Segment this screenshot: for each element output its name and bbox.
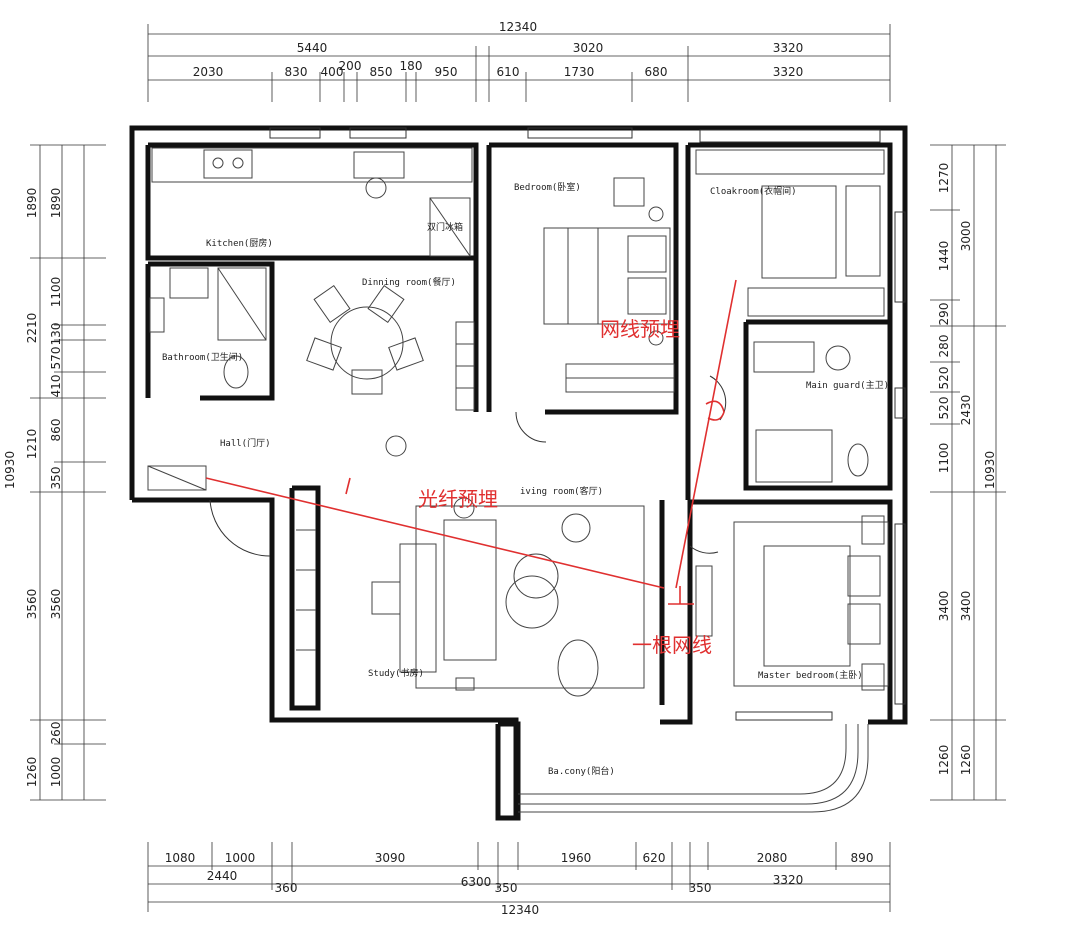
dim-li-9: 260 (49, 722, 63, 745)
room-label-bathroom: Bathroom(卫生间) (162, 351, 243, 363)
dimension-labels: 12340 5440 3020 3320 2030 830 400 200 85… (3, 20, 997, 917)
dim-t3-1: 2030 (193, 65, 224, 79)
dim-b2-1: 2440 (207, 869, 238, 883)
dim-top-2: 3020 (573, 41, 604, 55)
network-cable-line (675, 279, 737, 589)
room-label-kitchen: Kitchen(厨房) (206, 237, 273, 249)
dim-b1-5: 620 (643, 851, 666, 865)
dim-b1-4: 1960 (561, 851, 592, 865)
cable-annotations: 网线预埋 光纤预埋 一根网线 (205, 279, 737, 657)
dim-li-1: 1890 (49, 188, 63, 219)
room-label-study: Study(书房) (368, 667, 424, 679)
dim-b2-6: 3320 (773, 873, 804, 887)
dim-l-5: 1260 (25, 757, 39, 788)
dim-t3-9: 1730 (564, 65, 595, 79)
dim-li-5: 410 (49, 375, 63, 398)
room-label-fridge: 双门冰箱 (427, 221, 463, 233)
dim-l-3: 1210 (25, 429, 39, 460)
dim-b1-3: 3090 (375, 851, 406, 865)
room-label-dining: Dinning room(餐厅) (362, 276, 456, 288)
dim-t3-6: 180 (400, 59, 423, 73)
dim-li-6: 860 (49, 419, 63, 442)
dim-b1-7: 890 (851, 851, 874, 865)
dim-top-3: 3320 (773, 41, 804, 55)
dim-b2-3: 6300 (461, 875, 492, 889)
red-mark-living (345, 477, 351, 495)
dim-l-4: 3560 (25, 589, 39, 620)
room-label-bedroom: Bedroom(卧室) (514, 181, 581, 193)
room-label-balcony: Ba.cony(阳台) (548, 765, 615, 777)
dim-t3-11: 3320 (773, 65, 804, 79)
dim-l-2: 2210 (25, 313, 39, 344)
dim-r-total: 10930 (983, 451, 997, 489)
dim-li-2: 1100 (49, 277, 63, 308)
dim-ri-9: 1260 (937, 745, 951, 776)
dim-b1-2: 1000 (225, 851, 256, 865)
dim-r-1: 3000 (959, 221, 973, 252)
dim-ri-2: 1440 (937, 241, 951, 272)
dim-top-1: 5440 (297, 41, 328, 55)
room-label-main-guard: Main guard(主卫) (806, 379, 889, 391)
dim-b2-4: 350 (495, 881, 518, 895)
red-mark-guard (705, 400, 725, 421)
dim-ri-1: 1270 (937, 163, 951, 194)
furniture (147, 147, 889, 813)
dim-l-total: 10930 (3, 451, 17, 489)
dim-ri-7: 1100 (937, 443, 951, 474)
dim-bottom-total: 12340 (501, 903, 539, 917)
dim-b1-1: 1080 (165, 851, 196, 865)
dim-b2-5: 350 (689, 881, 712, 895)
dim-r-2: 2430 (959, 395, 973, 426)
room-label-master-bedroom: Master bedroom(主卧) (758, 669, 863, 681)
dim-t3-3: 400 (321, 65, 344, 79)
dim-l-1: 1890 (25, 188, 39, 219)
dim-ri-3: 290 (937, 303, 951, 326)
walls (129, 125, 908, 821)
room-label-hall: Hall(门厅) (220, 437, 271, 449)
dim-b2-2: 360 (275, 881, 298, 895)
dim-b1-6: 2080 (757, 851, 788, 865)
dim-li-4: 570 (49, 347, 63, 370)
dimension-lines (30, 24, 1006, 912)
dim-t3-2: 830 (285, 65, 308, 79)
dim-li-3: 130 (49, 323, 63, 346)
label-one-cable: 一根网线 (632, 633, 712, 657)
dim-li-7: 350 (49, 467, 63, 490)
dim-ri-8: 3400 (937, 591, 951, 622)
fiber-line (205, 477, 665, 589)
room-label-living: iving room(客厅) (520, 485, 603, 497)
dim-ri-5: 520 (937, 367, 951, 390)
dim-ri-4: 280 (937, 335, 951, 358)
dim-li-8: 3560 (49, 589, 63, 620)
dim-ri-6: 520 (937, 397, 951, 420)
dim-r-4: 1260 (959, 745, 973, 776)
dim-t3-4: 200 (339, 59, 362, 73)
room-label-cloakroom: Cloakroom(衣帽间) (710, 185, 797, 197)
windows (269, 127, 906, 721)
dim-t3-8: 610 (497, 65, 520, 79)
label-fiber-preinstall: 光纤预埋 (418, 487, 498, 511)
dim-t3-7: 950 (435, 65, 458, 79)
dim-t3-5: 850 (370, 65, 393, 79)
dim-r-3: 3400 (959, 591, 973, 622)
dim-li-10: 1000 (49, 757, 63, 788)
dim-t3-10: 680 (645, 65, 668, 79)
dim-top-total: 12340 (499, 20, 537, 34)
room-labels: Kitchen(厨房) 双门冰箱 Dinning room(餐厅) Bathro… (162, 181, 889, 777)
label-network-preinstall: 网线预埋 (600, 317, 680, 341)
